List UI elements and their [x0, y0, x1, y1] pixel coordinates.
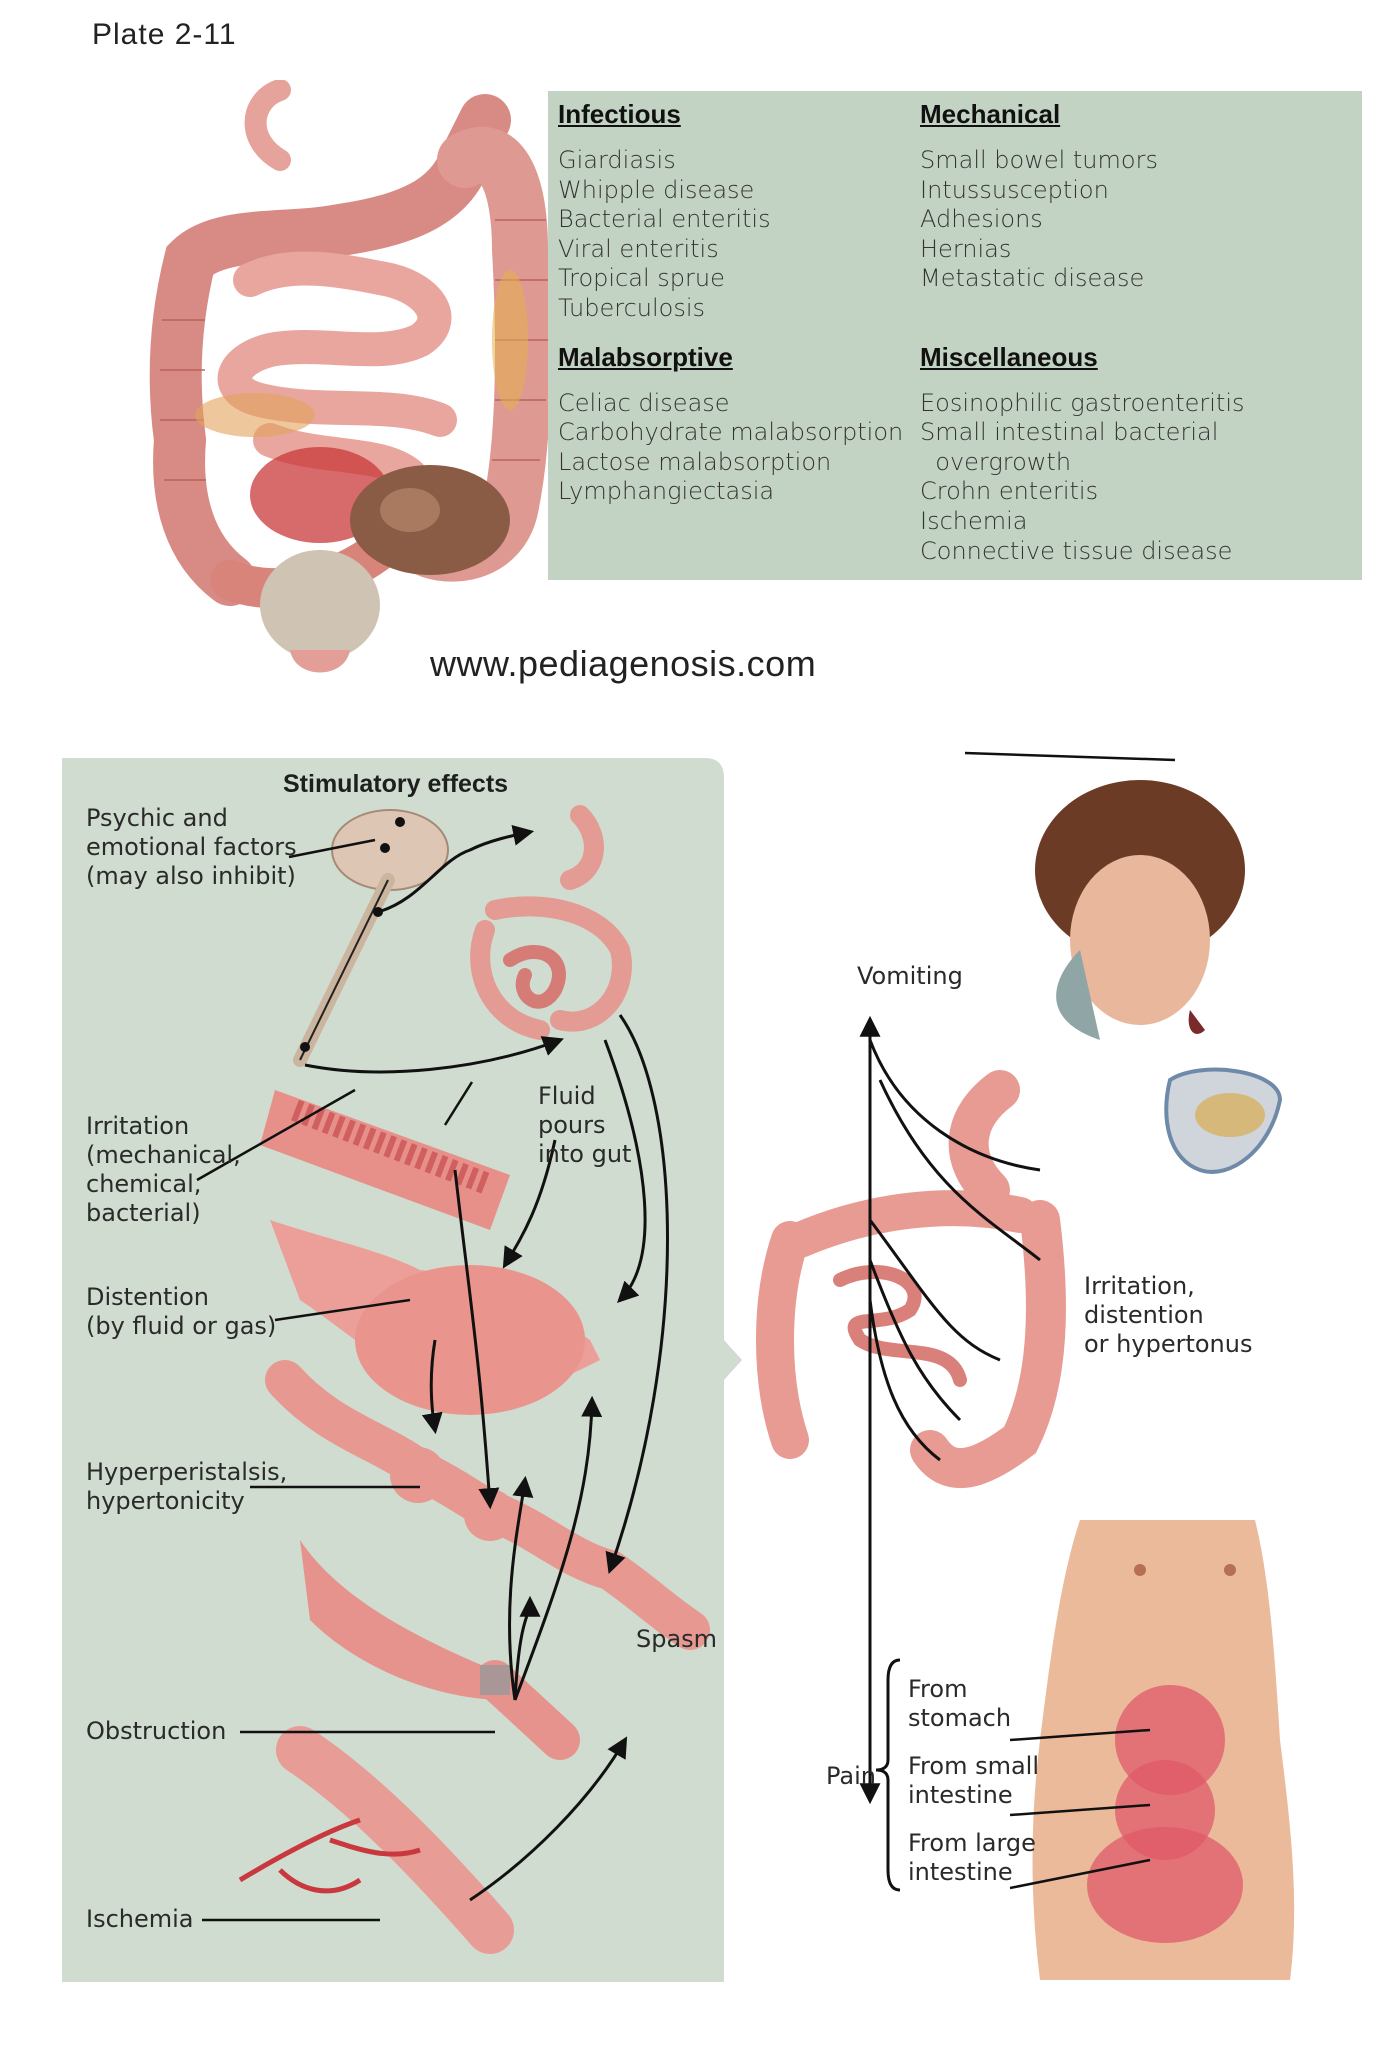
malabsorptive-heading: Malabsorptive: [558, 341, 733, 372]
mechanical-heading: Mechanical: [920, 99, 1061, 129]
intestine-illustration: [149, 80, 551, 673]
cause-item: Connective tissue disease: [920, 536, 1233, 565]
cause-item: overgrowth: [920, 447, 1072, 476]
cause-item: Hernias: [920, 234, 1012, 263]
causes-left-column: Infectious Giardiasis Whipple disease Ba…: [558, 99, 903, 525]
cause-item: Metastatic disease: [920, 264, 1145, 293]
spasm-label: Spasm: [636, 1625, 718, 1653]
irritation-effect-label: Irritation, distention or hypertonus: [1084, 1272, 1253, 1358]
fluid-label: Fluid pours into gut: [538, 1082, 632, 1168]
cause-item: Viral enteritis: [558, 234, 719, 263]
causes-panel: Infectious Giardiasis Whipple disease Ba…: [548, 91, 1362, 580]
cause-item: Crohn enteritis: [920, 477, 1099, 506]
cause-item: Celiac disease: [558, 388, 730, 417]
cause-item: Tropical sprue: [558, 264, 725, 293]
cause-item: Whipple disease: [558, 175, 755, 204]
cause-item: Intussusception: [920, 175, 1109, 204]
psychic-label: Psychic and emotional factors (may also …: [86, 804, 297, 890]
watermark-url: www.pediagenosis.com: [430, 643, 817, 684]
causes-right-column: Mechanical Small bowel tumors Intussusce…: [920, 99, 1245, 584]
cause-item: Giardiasis: [558, 146, 676, 174]
plate-title: Plate 2-11: [92, 18, 237, 51]
obstruction-label: Obstruction: [86, 1717, 227, 1745]
ischemia-label: Ischemia: [86, 1905, 194, 1933]
cause-item: Lymphangiectasia: [558, 477, 775, 506]
cause-item: Adhesions: [920, 205, 1043, 234]
from-stomach-label: From stomach: [908, 1675, 1012, 1732]
infectious-heading: Infectious: [558, 99, 681, 129]
cause-item: Ischemia: [920, 506, 1028, 535]
vomiting-label: Vomiting: [857, 962, 963, 990]
distention-label: Distention (by fluid or gas): [86, 1283, 277, 1340]
hyperperistalsis-label: Hyperperistalsis, hypertonicity: [86, 1458, 288, 1515]
miscellaneous-heading: Miscellaneous: [920, 341, 1098, 372]
irritation-label: Irritation (mechanical, chemical, bacter…: [86, 1112, 241, 1227]
pain-label: Pain: [826, 1762, 876, 1790]
stimulatory-diagram: [62, 751, 1295, 1982]
cause-item: Bacterial enteritis: [558, 205, 771, 234]
cause-item: Tuberculosis: [558, 293, 705, 322]
cause-item: Carbohydrate malabsorption: [558, 418, 904, 447]
cause-item: Small bowel tumors: [920, 146, 1158, 174]
cause-item: Lactose malabsorption: [558, 447, 832, 476]
cause-item: Eosinophilic gastroenteritis: [920, 388, 1245, 417]
stimulatory-title: Stimulatory effects: [283, 770, 509, 798]
from-large-intestine-label: From large intestine: [908, 1829, 1036, 1886]
cause-item: Small intestinal bacterial: [920, 418, 1219, 447]
from-small-intestine-label: From small intestine: [908, 1752, 1040, 1809]
